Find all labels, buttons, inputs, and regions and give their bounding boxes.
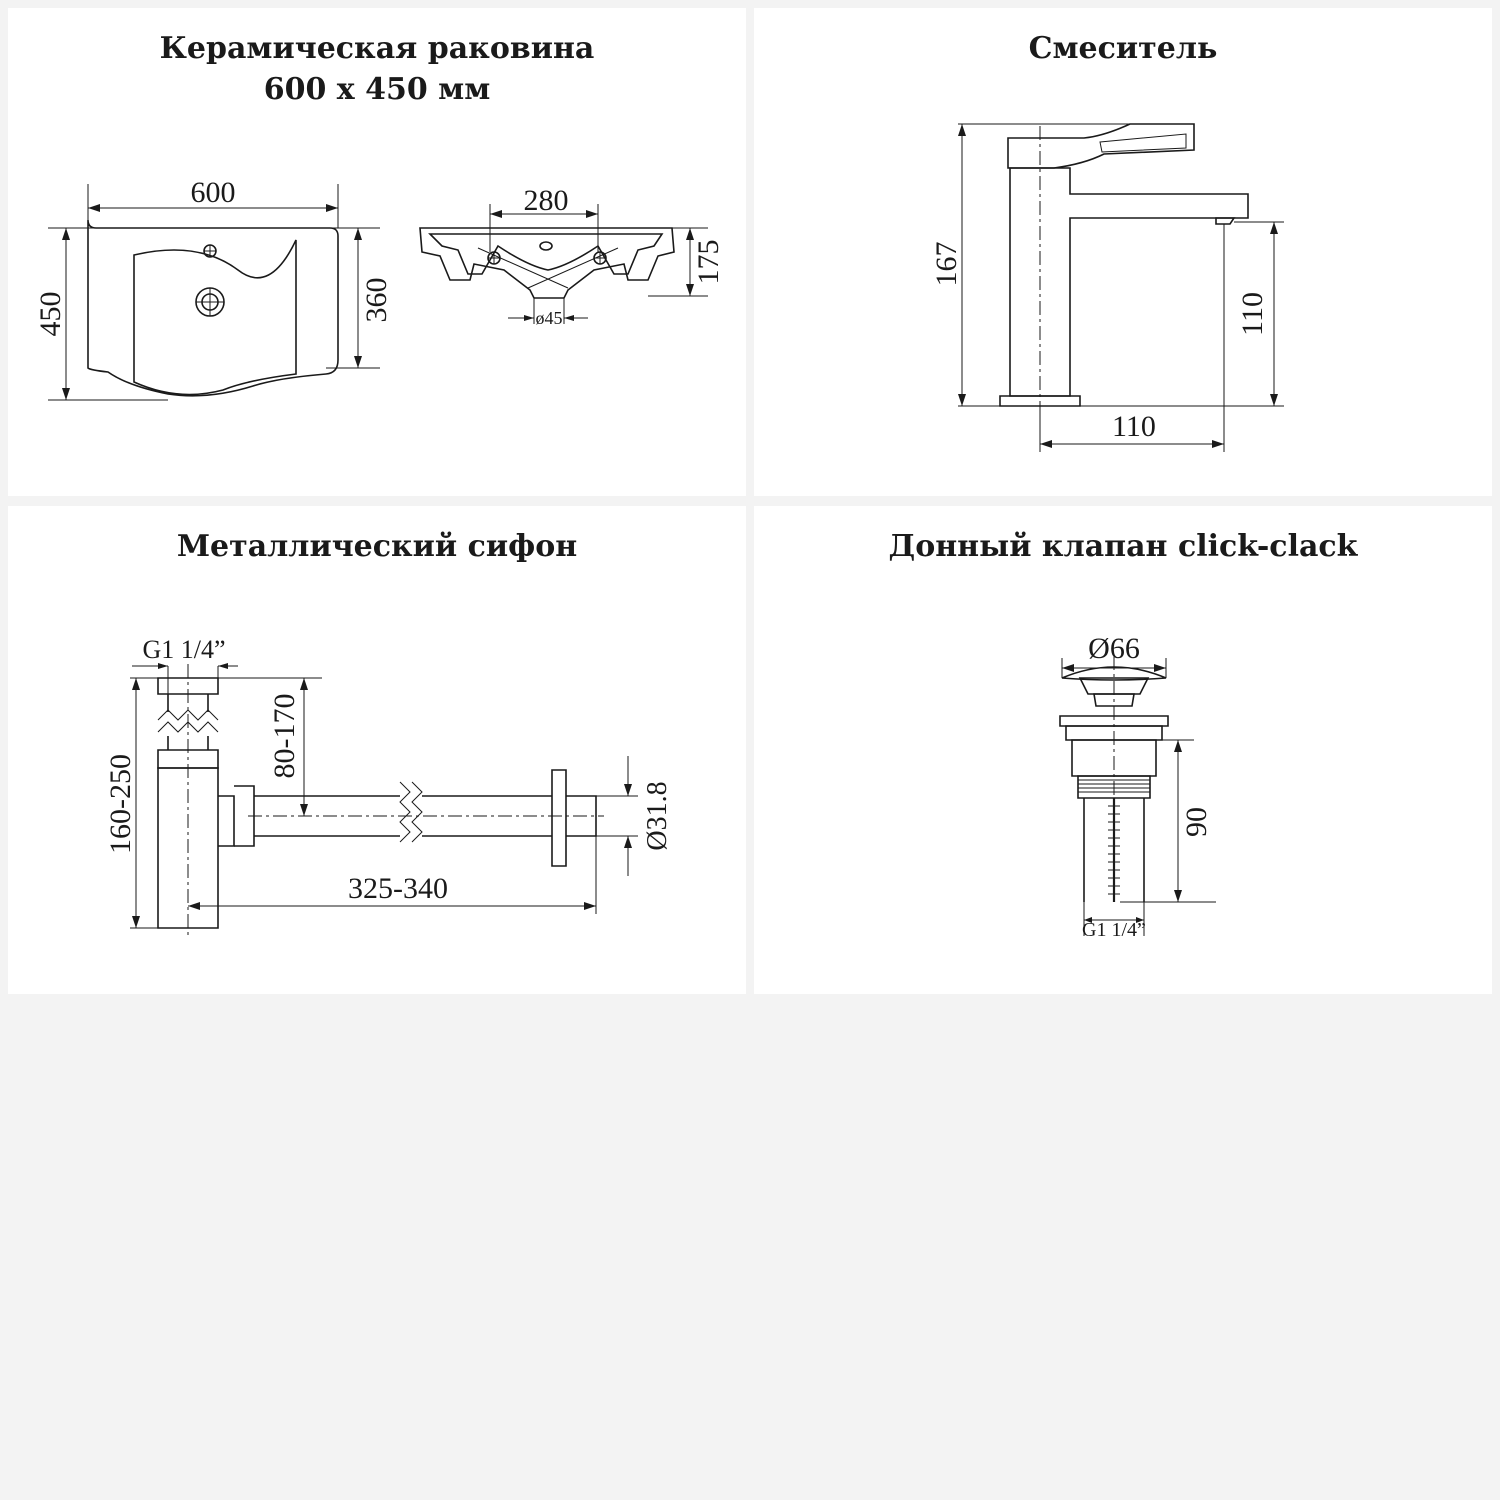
spec-grid: Керамическая раковина 600 х 450 мм 600 (8, 8, 1492, 994)
dim-height-range: 160-250 (104, 677, 158, 929)
dim-width: 600 (87, 176, 339, 228)
dim-length-range-label: 325-340 (348, 872, 448, 905)
panel-title: Керамическая раковина 600 х 450 мм (159, 31, 595, 107)
dim-depth-label: 450 (34, 292, 67, 337)
dim-thread: G1 1/4” (132, 635, 238, 694)
dim-spout-reach: 110 (1039, 224, 1225, 452)
dim-length-range: 325-340 (188, 836, 597, 914)
dim-height-label: 167 (930, 242, 963, 287)
faucet-body (999, 123, 1249, 408)
sink-drawing: 600 450 360 (34, 176, 725, 401)
panel-faucet: Смеситель 167 (754, 8, 1492, 496)
dim-inner: 360 (326, 227, 393, 369)
panel-drain-valve: Донный клапан click-clack (754, 506, 1492, 994)
dim-height: 90 (1120, 739, 1216, 903)
dim-height-label: 90 (1180, 807, 1213, 837)
panel-title: Смеситель (1028, 31, 1218, 66)
dim-holes-label: 280 (524, 184, 569, 217)
dim-width-label: 600 (191, 176, 236, 209)
dim-spout-reach-label: 110 (1112, 410, 1156, 443)
drain-valve-drawing: Ø66 90 G1 1/4” (1059, 632, 1216, 941)
dim-height-label: 175 (692, 240, 725, 285)
faucet-drawing: 167 110 110 (930, 123, 1284, 452)
dim-depth: 450 (34, 227, 168, 401)
dim-pipe-diameter-label: Ø31.8 (642, 781, 673, 850)
sink-front-view (419, 227, 675, 299)
dim-cap-diameter-label: Ø66 (1088, 632, 1140, 665)
dim-holes: 280 (489, 184, 599, 252)
panel-ceramic-sink: Керамическая раковина 600 х 450 мм 600 (8, 8, 746, 496)
dim-drain: ø45 (508, 298, 588, 328)
dim-height: 167 (930, 123, 1130, 407)
dim-spout-height: 110 (1080, 221, 1284, 407)
dim-thread-label: G1 1/4” (1082, 919, 1146, 941)
dim-drain-label: ø45 (536, 308, 563, 328)
panel-title: Металлический сифон (176, 529, 578, 564)
dim-outlet-range: 80-170 (218, 677, 322, 816)
drain-valve-body (1059, 656, 1169, 906)
dim-thread: G1 1/4” (1082, 902, 1146, 941)
siphon-body (157, 664, 604, 938)
dim-thread-label: G1 1/4” (142, 635, 225, 664)
panel-title: Донный клапан click-clack (888, 529, 1358, 564)
dim-inner-label: 360 (360, 278, 393, 323)
sink-top-view (87, 219, 339, 397)
dim-cap-diameter: Ø66 (1061, 632, 1167, 678)
panel-siphon: Металлический сифон (8, 506, 746, 994)
dim-outlet-range-label: 80-170 (268, 694, 301, 779)
dim-height: 175 (648, 227, 725, 297)
dim-height-range-label: 160-250 (104, 754, 137, 854)
dim-pipe-diameter: Ø31.8 (596, 756, 673, 876)
dim-spout-height-label: 110 (1236, 292, 1269, 336)
siphon-drawing: G1 1/4” 160-250 80-170 325-340 (104, 635, 673, 938)
